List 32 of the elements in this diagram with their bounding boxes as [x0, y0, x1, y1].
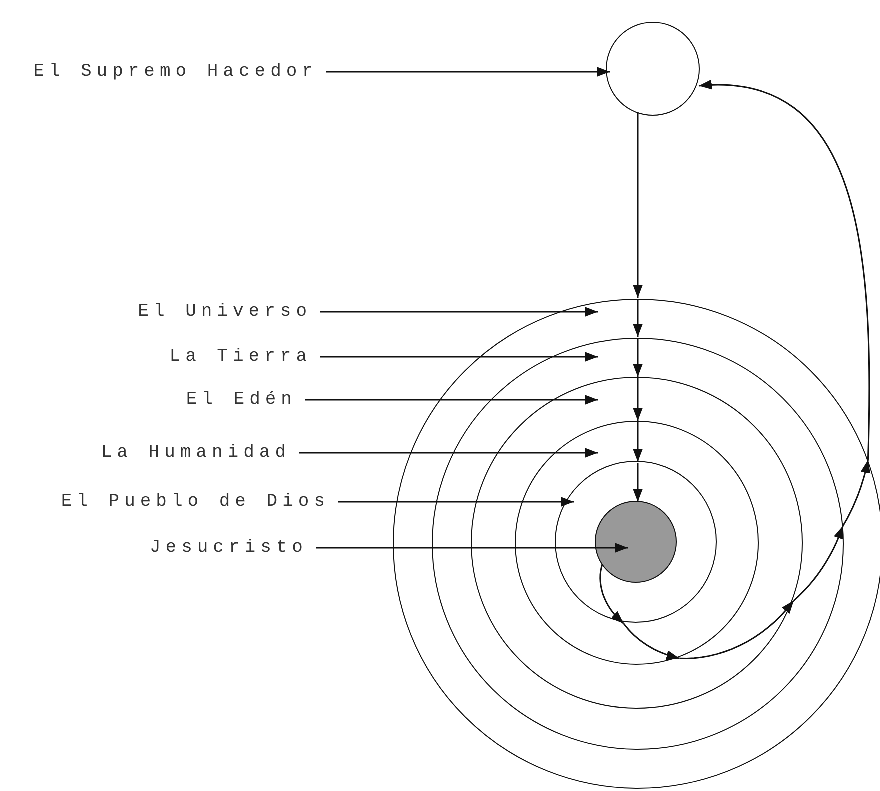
- arrow: [299, 448, 598, 458]
- arrow: [633, 463, 643, 502]
- node-label: El Universo: [138, 301, 312, 323]
- arrow: [320, 352, 598, 362]
- arrow: [699, 81, 870, 460]
- ring-circle: [432, 338, 844, 750]
- arrow: [794, 526, 844, 602]
- arrow: [633, 112, 643, 298]
- arrow: [320, 307, 598, 317]
- arrow: [633, 299, 643, 337]
- arrow: [680, 600, 795, 660]
- arrow: [326, 67, 610, 77]
- node-label: La Humanidad: [101, 442, 291, 464]
- node-label: El Edén: [186, 389, 297, 411]
- ring-circle: [471, 377, 803, 709]
- node-label: El Pueblo de Dios: [61, 491, 330, 513]
- circle: [606, 22, 700, 116]
- arrow: [633, 378, 643, 421]
- ring-circle: [514, 420, 758, 664]
- arrow: [633, 338, 643, 377]
- arrow: [623, 623, 680, 660]
- arrow: [338, 497, 574, 507]
- node-label: Jesucristo: [150, 537, 308, 559]
- arrow: [842, 460, 871, 526]
- arrow: [633, 422, 643, 462]
- ring-circle: [555, 461, 717, 623]
- ring-circle: [393, 299, 880, 789]
- arrow: [305, 395, 598, 405]
- arrow: [316, 543, 628, 553]
- node-label: El Supremo Hacedor: [34, 61, 318, 83]
- node-label: La Tierra: [170, 346, 312, 368]
- arrow: [600, 564, 624, 624]
